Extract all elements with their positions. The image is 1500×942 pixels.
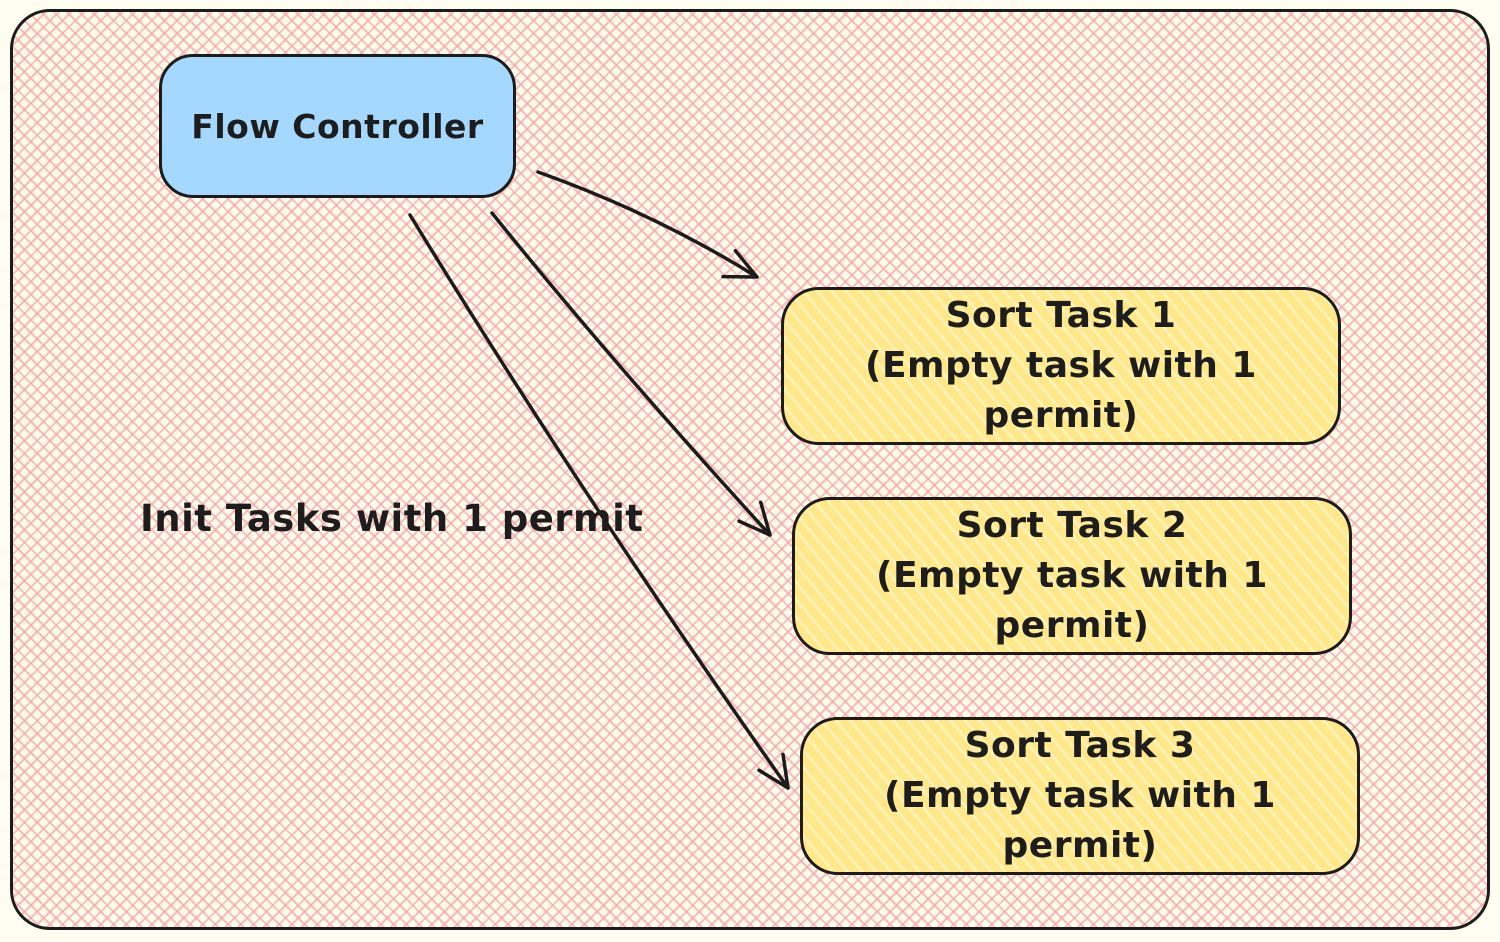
node-sort-task-3: Sort Task 3 (Empty task with 1 permit) — [800, 717, 1360, 875]
edge-label-init-tasks: Init Tasks with 1 permit — [140, 497, 644, 540]
node-sort-task-2-title: Sort Task 2 — [956, 505, 1188, 546]
node-sort-task-2: Sort Task 2 (Empty task with 1 permit) — [792, 497, 1352, 655]
node-sort-task-1: Sort Task 1 (Empty task with 1 permit) — [781, 287, 1341, 445]
node-flow-controller-label: Flow Controller — [191, 106, 484, 146]
node-sort-task-2-subtitle: (Empty task with 1 permit) — [876, 555, 1268, 646]
node-sort-task-1-subtitle: (Empty task with 1 permit) — [865, 345, 1257, 436]
node-sort-task-3-subtitle: (Empty task with 1 permit) — [884, 775, 1276, 866]
node-sort-task-1-title: Sort Task 1 — [945, 295, 1177, 336]
node-sort-task-3-title: Sort Task 3 — [964, 725, 1196, 766]
node-flow-controller: Flow Controller — [159, 54, 516, 198]
